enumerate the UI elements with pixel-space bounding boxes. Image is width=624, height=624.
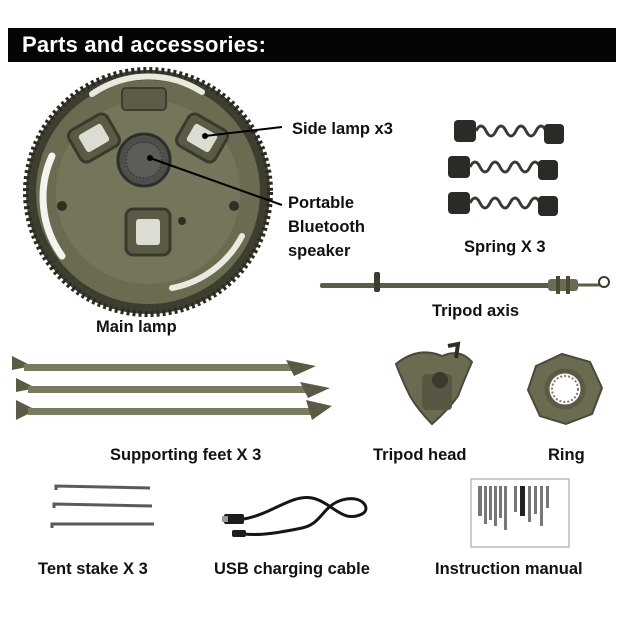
tripod-axis-image xyxy=(318,268,614,298)
label-side-lamp: Side lamp x3 xyxy=(292,120,393,138)
label-tripod-axis: Tripod axis xyxy=(432,302,520,320)
label-usb-cable: USB charging cable xyxy=(214,560,370,578)
header-banner: Parts and accessories: xyxy=(8,28,616,62)
label-main-lamp: Main lamp xyxy=(96,318,177,336)
label-spring: Spring X 3 xyxy=(464,238,546,256)
ring-image xyxy=(526,352,604,426)
instruction-manual-image xyxy=(470,478,570,548)
label-ring: Ring xyxy=(548,446,585,464)
label-speaker-line3: speaker xyxy=(288,242,351,260)
label-manual: Instruction manual xyxy=(435,560,583,578)
spring-image xyxy=(440,112,580,230)
usb-cable-image xyxy=(222,484,382,544)
label-speaker-line1: Portable xyxy=(288,194,355,212)
label-tent-stake: Tent stake X 3 xyxy=(38,560,148,578)
label-tripod-head: Tripod head xyxy=(373,446,467,464)
label-supporting-feet: Supporting feet X 3 xyxy=(110,446,262,464)
tent-stake-image xyxy=(46,484,158,536)
main-lamp-image xyxy=(22,66,274,318)
supporting-feet-image xyxy=(10,352,336,426)
page-title: Parts and accessories: xyxy=(22,32,267,57)
label-speaker-line2: Bluetooth xyxy=(288,218,365,236)
tripod-head-image xyxy=(388,340,478,430)
